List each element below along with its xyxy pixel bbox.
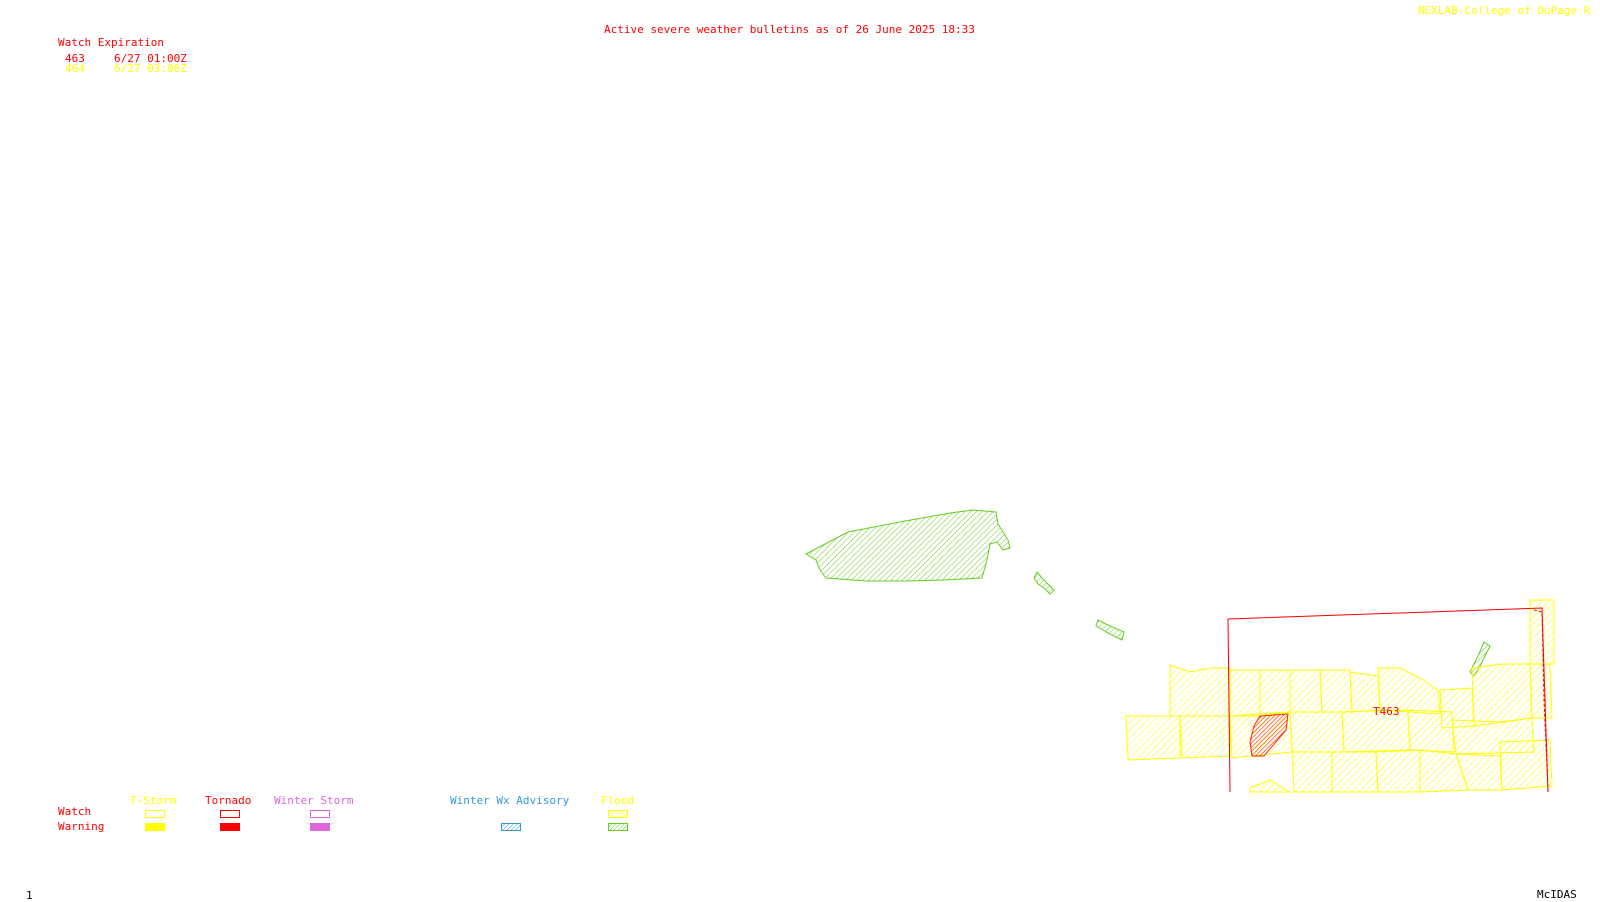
- page-number: 1: [26, 889, 33, 902]
- flood-warning-polygons: [804, 509, 1491, 677]
- legend-winter-storm-label: Winter Storm: [274, 794, 354, 807]
- flood-area-small-2: [1095, 619, 1125, 641]
- watch-463-id: 463: [65, 52, 85, 65]
- legend-tstorm-label: T-Storm: [130, 794, 177, 807]
- legend-winter-advisory-swatch: [501, 823, 521, 831]
- watch-expiration-heading: Watch Expiration: [58, 36, 164, 49]
- legend-tornado-warning-swatch: [220, 823, 240, 831]
- legend-row-warning: Warning: [58, 820, 105, 833]
- watch-463-time: 6/27 01:00Z: [114, 52, 187, 65]
- legend-flood-watch-swatch: [608, 810, 628, 818]
- flood-area-small-1: [1033, 571, 1055, 595]
- legend-tornado-label: Tornado: [205, 794, 252, 807]
- legend-flood-label: Flood: [601, 794, 635, 807]
- legend-row-watch: Watch: [58, 805, 92, 818]
- legend-winter-storm-warning-swatch: [310, 823, 330, 831]
- bulletin-title: Active severe weather bulletins as of 26…: [604, 23, 975, 36]
- watch-463-map-label: T463: [1373, 705, 1400, 718]
- legend-flood-warning-swatch: [608, 823, 628, 831]
- watch-464-id: 464: [65, 62, 85, 75]
- legend-tstorm-warning-swatch: [145, 823, 165, 831]
- legend-tornado-watch-swatch: [220, 810, 240, 818]
- tornado-watch-463-outline: [1227, 607, 1549, 793]
- tornado-warning-polygon: [1249, 713, 1289, 757]
- flood-area-large: [804, 509, 1011, 582]
- legend-tstorm-watch-swatch: [145, 810, 165, 818]
- watch-464-time: 6/27 03:00Z: [114, 62, 187, 75]
- source-credit: NEXLAB-College of DuPage R: [1418, 4, 1591, 17]
- tornado-watch-463-inner-edge: [1533, 609, 1549, 793]
- software-label: McIDAS: [1537, 888, 1577, 901]
- legend-winter-storm-watch-swatch: [310, 810, 330, 818]
- tstorm-watch-counties: [1125, 599, 1555, 793]
- legend-winter-advisory-label: Winter Wx Advisory: [450, 794, 570, 807]
